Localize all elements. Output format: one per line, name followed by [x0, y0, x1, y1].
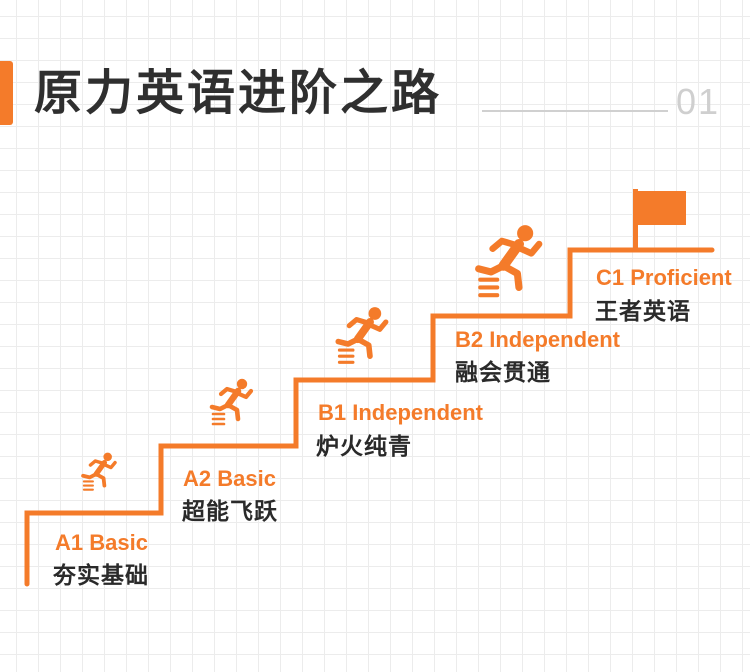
step-level-a1: A1 Basic: [55, 530, 148, 555]
title-divider: [482, 110, 668, 112]
runner-icon: [479, 225, 539, 295]
step-level-b2: B2 Independent: [455, 327, 621, 352]
title-accent-bar: [0, 61, 13, 125]
step-desc-a1: 夯实基础: [53, 562, 149, 588]
step-level-c1: C1 Proficient: [596, 265, 732, 290]
step-desc-c1: 王者英语: [595, 298, 691, 324]
step-desc-b1: 炉火纯青: [316, 433, 412, 459]
step-desc-b2: 融会贯通: [455, 359, 551, 385]
step-desc-a2: 超能飞跃: [182, 498, 278, 524]
runner-icon: [212, 379, 251, 424]
runner-icon: [83, 453, 115, 490]
section-number: 01: [676, 81, 721, 122]
runner-icon: [338, 307, 386, 362]
step-level-b1: B1 Independent: [318, 400, 484, 425]
staircase-line: [24, 247, 715, 587]
page-title: 原力英语进阶之路: [34, 67, 443, 120]
step-level-a2: A2 Basic: [183, 466, 276, 491]
flag-icon: [633, 189, 686, 250]
